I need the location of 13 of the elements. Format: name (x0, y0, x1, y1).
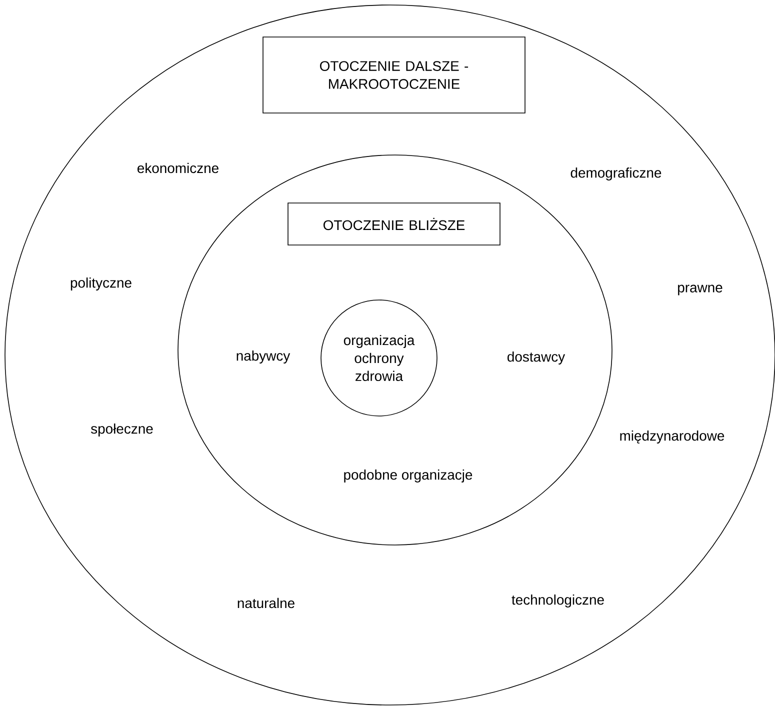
factor-label: prawne (678, 284, 722, 296)
factor-label: polityczne (70, 278, 132, 290)
factor-label: nabywcy (236, 350, 290, 364)
factor-label: naturalne (238, 598, 294, 608)
factor-label: podobne organizacje (344, 470, 472, 482)
heading-box: OTOCZENIE DALSZE - MAKROOTOCZENIE (262, 36, 526, 114)
factor-label: demograficzne (570, 168, 662, 180)
factor-label: międzynarodowe (620, 430, 724, 444)
factor-label: ekonomiczne (138, 162, 218, 174)
heading-box: OTOCZENIE BLIŻSZE (288, 202, 500, 246)
factor-label: technologiczne (512, 594, 604, 608)
factor-label: dostawcy (508, 352, 566, 364)
factor-label: społeczne (91, 424, 153, 436)
